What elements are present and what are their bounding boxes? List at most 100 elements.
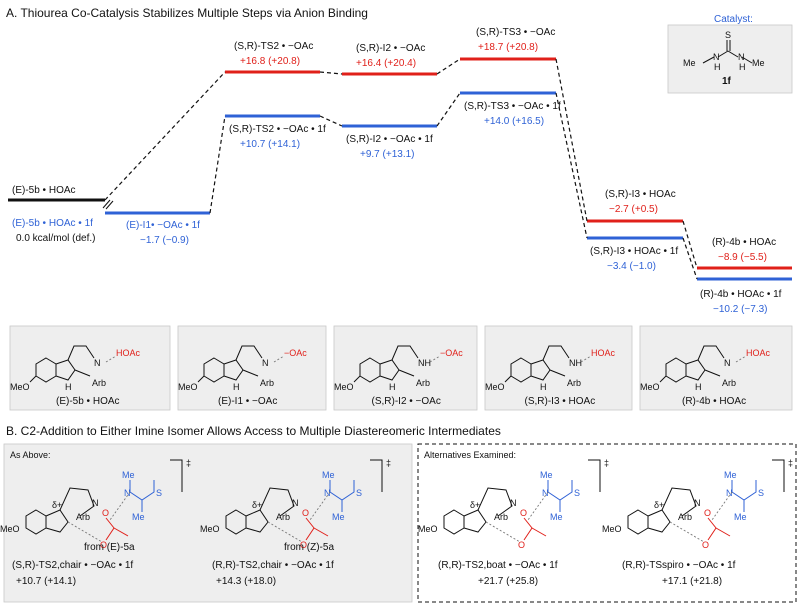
acid-label: HOAc	[591, 348, 616, 358]
acid-label: HOAc	[746, 348, 771, 358]
aryl-label: Arb	[92, 378, 106, 388]
thiourea-n-label: N	[542, 488, 549, 498]
amine-n-label: N	[94, 358, 101, 368]
label-i2-blue: (S,R)-I2 • −OAc • 1f	[346, 134, 433, 145]
axis-break-mark	[102, 199, 111, 209]
double-dagger: ‡	[386, 458, 391, 468]
aryl-label: Arb	[76, 512, 90, 522]
thiourea-s-label: S	[574, 488, 580, 498]
indole-skeleton	[29, 345, 95, 383]
iminium-n-label: N	[92, 498, 99, 508]
acid-label: −OAc	[284, 348, 307, 358]
as-above-label: As Above:	[10, 450, 51, 460]
structure-caption: (R)-4b • HOAc	[682, 396, 746, 407]
indole-nh-label: H	[540, 382, 547, 392]
structure-caption: (S,R)-I2 • −OAc	[372, 396, 441, 407]
catalyst-me-left: Me	[683, 58, 696, 68]
delta-label: δ+	[470, 500, 480, 510]
alternatives-label: Alternatives Examined:	[424, 450, 516, 460]
indole-skeleton	[504, 345, 570, 383]
label-e5b-blue: (E)-5b • HOAc • 1f	[12, 218, 93, 229]
side-ring	[661, 487, 697, 517]
value-i2-red: +16.4 (+20.4)	[356, 58, 416, 69]
indole-skeleton	[659, 345, 725, 383]
panel-b-title: B. C2-Addition to Either Imine Isomer Al…	[6, 424, 501, 438]
panel-a-title: A. Thiourea Co-Catalysis Stabilizes Mult…	[6, 6, 368, 20]
catalyst-label: Catalyst:	[714, 14, 753, 25]
thiourea-s-label: S	[156, 488, 162, 498]
acetate-o-label: O	[520, 508, 527, 518]
ts-bracket	[588, 459, 601, 492]
methoxy-label: MeO	[200, 524, 220, 534]
aryl-label: Arb	[416, 378, 430, 388]
label-ts3-red: (S,R)-TS3 • −OAc	[476, 27, 555, 38]
thiourea-s-label: S	[356, 488, 362, 498]
methoxy-label: MeO	[418, 524, 438, 534]
methoxy-label: MeO	[10, 382, 30, 392]
value-ts2-blue: +10.7 (+14.1)	[240, 139, 300, 150]
panel-b-left-box	[3, 443, 413, 603]
label-4b-blue: (R)-4b • HOAc • 1f	[700, 289, 782, 300]
side-ring	[477, 487, 513, 517]
indole-nh-label: H	[695, 382, 702, 392]
double-dagger: ‡	[788, 458, 793, 468]
catalyst-name: 1f	[722, 76, 732, 87]
thiourea-n-label: N	[124, 488, 131, 498]
ts-value: +10.7 (+14.1)	[16, 576, 76, 587]
acetate-o2-label: O	[518, 540, 525, 550]
label-4b-red: (R)-4b • HOAc	[712, 237, 776, 248]
structure-panel-bg	[177, 325, 327, 411]
structure-panel-bg	[9, 325, 171, 411]
catalyst-h-right: H	[739, 62, 746, 72]
ts-value: +17.1 (+21.8)	[662, 576, 722, 587]
catalyst-n-right: N	[738, 52, 745, 62]
label-i3-blue: (S,R)-I3 • HOAc • 1f	[590, 246, 678, 257]
panel-b-right-box	[417, 443, 797, 603]
double-dagger: ‡	[604, 458, 609, 468]
ts-value: +21.7 (+25.8)	[478, 576, 538, 587]
value-e5b: 0.0 kcal/mol (def.)	[16, 233, 95, 244]
ts-label: (R,R)-TS2,boat • −OAc • 1f	[438, 560, 558, 571]
structure-caption: (E)-I1 • −OAc	[218, 396, 277, 407]
energy-diagram	[8, 57, 792, 281]
acetate-o2-label: O	[300, 540, 307, 550]
ts-value: +14.3 (+18.0)	[216, 576, 276, 587]
acid-label: −OAc	[440, 348, 463, 358]
label-ts2-red: (S,R)-TS2 • −OAc	[234, 41, 313, 52]
acid-label: HOAc	[116, 348, 141, 358]
acetate-o-label: O	[302, 508, 309, 518]
thiourea-me2-label: Me	[332, 512, 345, 522]
label-ei1: (E)-I1• −OAc • 1f	[126, 220, 200, 231]
label-ts3-blue: (S,R)-TS3 • −OAc • 1f	[464, 101, 561, 112]
double-dagger: ‡	[186, 458, 191, 468]
catalyst-s: S	[725, 30, 731, 40]
structure-caption: (S,R)-I3 • HOAc	[525, 396, 596, 407]
thiourea-me2-label: Me	[734, 512, 747, 522]
structure-panel-bg	[333, 325, 478, 411]
catalyst-box: Catalyst: S N H N H Me Me 1f	[667, 14, 793, 94]
thiourea-me-label: Me	[724, 470, 737, 480]
value-4b-blue: −10.2 (−7.3)	[713, 304, 767, 315]
indole-nh-label: H	[389, 382, 396, 392]
from-label: from (Z)-5a	[284, 542, 334, 553]
label-i2-red: (S,R)-I2 • −OAc	[356, 43, 425, 54]
ts-label: (R,R)-TSspiro • −OAc • 1f	[622, 560, 736, 571]
structure-caption: (E)-5b • HOAc	[56, 396, 120, 407]
side-ring	[259, 487, 295, 517]
ts-label: (R,R)-TS2,chair • −OAc • 1f	[212, 560, 334, 571]
amine-n-label: NH	[418, 358, 431, 368]
methoxy-label: MeO	[0, 524, 20, 534]
methoxy-label: MeO	[602, 524, 622, 534]
connector-ts3-i3-blue	[555, 92, 588, 239]
amine-n-label: N	[724, 358, 731, 368]
iminium-n-label: N	[510, 498, 517, 508]
methoxy-label: MeO	[485, 382, 505, 392]
value-ts3-red: +18.7 (+20.8)	[478, 42, 538, 53]
delta-label: δ+	[52, 500, 62, 510]
